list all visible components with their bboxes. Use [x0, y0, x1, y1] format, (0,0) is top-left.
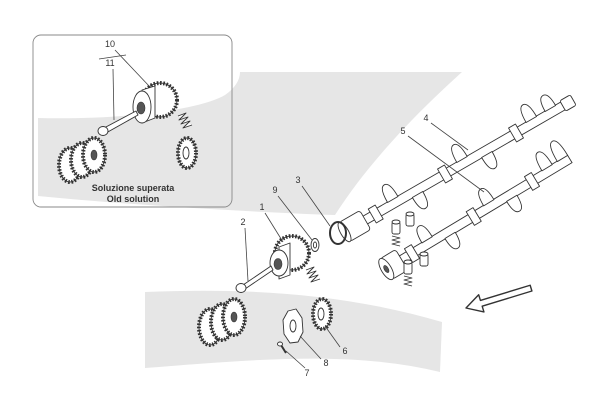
inset-gear-hub — [90, 149, 98, 161]
callout-3: 3 — [295, 175, 300, 185]
camshaft-upper-lobe-4 — [481, 151, 498, 170]
camshaft-lower-lobe-1 — [416, 225, 433, 244]
tone-wheel-hole — [289, 319, 297, 333]
follower-1-top — [391, 219, 401, 225]
pulley-bolt — [235, 265, 274, 293]
inset-bolt-head — [97, 126, 109, 136]
cam-gear-hub — [317, 307, 325, 321]
inset-bolt — [97, 110, 139, 136]
cam-gear — [311, 297, 333, 331]
camshaft-lower-lobe-2 — [444, 231, 461, 250]
leader-6 — [324, 325, 341, 348]
inset-frame — [32, 34, 233, 208]
camshaft-lower-journal-2 — [465, 207, 482, 226]
camshaft-upper-lobe-2 — [411, 191, 429, 210]
leader-1 — [264, 212, 284, 243]
leader-3 — [301, 185, 331, 227]
leader-8 — [299, 335, 322, 360]
follower-4-top — [419, 251, 429, 257]
washer-inner — [312, 241, 318, 249]
camshaft-lower-journal-3 — [524, 172, 541, 191]
timing-gear-cluster — [197, 297, 247, 347]
valve-spring-3 — [403, 275, 413, 287]
callout-5: 5 — [400, 126, 405, 136]
leader-5 — [407, 135, 485, 193]
small-screw-shank — [280, 344, 287, 354]
camshaft-lower-journal-1 — [404, 244, 420, 263]
inset-spring — [177, 112, 193, 129]
follower-3-top — [403, 259, 413, 265]
camshaft-lower-lobe-4 — [506, 194, 523, 213]
callout-1: 1 — [259, 202, 264, 212]
leader-7 — [285, 350, 306, 369]
valve-train-parts — [391, 211, 429, 287]
inset-pulley-hub — [136, 101, 146, 115]
variator-pulley-gear-teeth — [273, 234, 311, 272]
timing-gear-hub — [230, 311, 238, 323]
inset-side-gear-teeth — [176, 136, 198, 170]
camshaft-upper-lobe-6 — [540, 94, 557, 112]
follower-2-top — [405, 211, 415, 217]
callout-7: 7 — [304, 368, 309, 378]
callout-11: 11 — [105, 58, 114, 68]
callout-2: 2 — [240, 217, 245, 227]
camshaft-lower-nose-hub — [383, 265, 390, 273]
callout-10: 10 — [105, 39, 115, 49]
inset-gear-cluster — [57, 136, 107, 184]
callout-9: 9 — [272, 185, 277, 195]
camshaft-upper-journal-2 — [437, 164, 453, 184]
inset-side-gear-hub — [182, 146, 190, 160]
timing-gear-c-teeth — [221, 297, 247, 337]
direction-arrow — [465, 284, 533, 313]
camshaft-upper-journal-1 — [367, 204, 384, 224]
inset-pulley-gear-teeth — [141, 81, 179, 119]
leader-2 — [244, 227, 249, 282]
camshaft-upper-lobe-5 — [520, 103, 537, 123]
inset-caption-italian: Soluzione superata — [92, 183, 176, 193]
pulley-spring — [305, 266, 321, 283]
camshaft-lower — [378, 140, 573, 281]
cam-gear-teeth — [311, 297, 333, 331]
inset-caption-english: Old solution — [107, 194, 160, 204]
camshaft-upper-tail — [560, 95, 576, 111]
pulley-bolt-head — [235, 283, 247, 293]
leader-11 — [112, 68, 115, 121]
inset-side-gear — [176, 136, 198, 170]
small-screw-head — [277, 341, 283, 347]
camshaft-upper — [337, 94, 576, 243]
camshaft-lower-lobe-5 — [535, 151, 553, 172]
leader-9 — [277, 195, 313, 241]
camshaft-upper-journal-3 — [508, 123, 524, 143]
variator-pulley-hub — [273, 258, 283, 270]
leader-group-bar — [98, 54, 127, 60]
small-screw — [277, 341, 287, 354]
camshaft-lower-shaft — [397, 154, 573, 266]
camshaft-upper-lobe-1 — [381, 183, 399, 203]
variator-pulley — [269, 234, 311, 280]
valve-spring-1 — [391, 235, 401, 247]
background-swoosh-upper — [38, 72, 462, 215]
camshaft-upper-lobe-3 — [451, 143, 468, 163]
inset-gear-c-teeth — [81, 136, 107, 174]
washer — [310, 238, 320, 252]
callout-6: 6 — [342, 346, 347, 356]
seal-ring — [329, 221, 347, 245]
camshaft-lower-lobe-6 — [550, 140, 569, 163]
callout-8: 8 — [323, 358, 328, 368]
callout-4: 4 — [423, 113, 428, 123]
leader-4 — [430, 122, 469, 151]
